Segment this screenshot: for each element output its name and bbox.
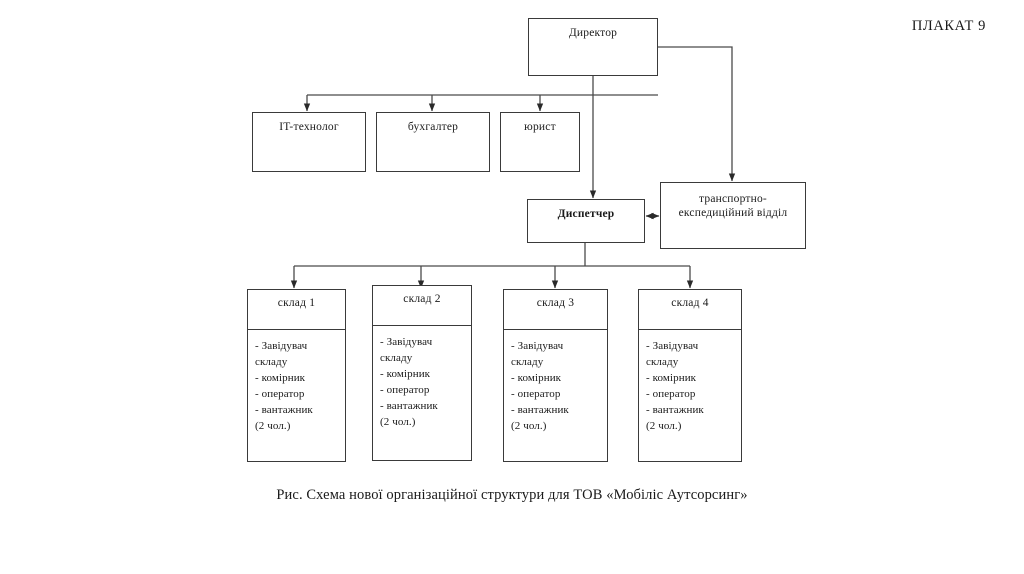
node-accountant[interactable]: бухгалтер xyxy=(376,112,490,172)
node-warehouse-4[interactable]: склад 4 - Завідувач складу - комірник - … xyxy=(638,289,742,462)
warehouse-1-header: склад 1 xyxy=(248,290,345,330)
node-warehouse-2[interactable]: склад 2 - Завідувач складу - комірник - … xyxy=(372,285,472,461)
node-warehouse-3[interactable]: склад 3 - Завідувач складу - комірник - … xyxy=(503,289,608,462)
node-director-label: Директор xyxy=(568,27,618,39)
node-transport-department-label: транспортно- експедиційний відділ xyxy=(678,193,788,220)
warehouse-2-title: склад 2 xyxy=(403,293,441,305)
node-warehouse-1[interactable]: склад 1 - Завідувач складу - комірник - … xyxy=(247,289,346,462)
figure-caption: Рис. Схема нової організаційної структур… xyxy=(276,487,748,503)
node-it-specialist-label: IT-технолог xyxy=(279,121,339,133)
warehouse-2-header: склад 2 xyxy=(373,286,471,326)
node-dispatcher[interactable]: Диспетчер xyxy=(527,199,645,243)
node-director[interactable]: Директор xyxy=(528,18,658,76)
node-transport-department[interactable]: транспортно- експедиційний відділ xyxy=(660,182,806,249)
node-lawyer[interactable]: юрист xyxy=(500,112,580,172)
warehouse-3-title: склад 3 xyxy=(536,297,575,309)
warehouse-1-title: склад 1 xyxy=(277,297,316,309)
warehouse-4-header: склад 4 xyxy=(639,290,741,330)
warehouse-3-body: - Завідувач складу - комірник - оператор… xyxy=(504,330,607,461)
warehouse-2-roster: - Завідувач складу - комірник - оператор… xyxy=(380,336,438,428)
node-lawyer-label: юрист xyxy=(524,121,556,133)
warehouse-4-title: склад 4 xyxy=(671,297,709,309)
node-accountant-label: бухгалтер xyxy=(407,121,459,133)
warehouse-1-roster: - Завідувач складу - комірник - оператор… xyxy=(255,340,313,432)
node-dispatcher-label: Диспетчер xyxy=(557,208,615,220)
warehouse-1-body: - Завідувач складу - комірник - оператор… xyxy=(248,330,345,461)
warehouse-4-body: - Завідувач складу - комірник - оператор… xyxy=(639,330,741,461)
warehouse-3-roster: - Завідувач складу - комірник - оператор… xyxy=(511,340,569,432)
poster-label: ПЛАКАТ 9 xyxy=(911,18,986,34)
warehouse-2-body: - Завідувач складу - комірник - оператор… xyxy=(373,326,471,460)
edge-director-to-transport xyxy=(658,46,736,182)
warehouse-4-roster: - Завідувач складу - комірник - оператор… xyxy=(646,340,704,432)
warehouse-3-header: склад 3 xyxy=(504,290,607,330)
node-it-specialist[interactable]: IT-технолог xyxy=(252,112,366,172)
